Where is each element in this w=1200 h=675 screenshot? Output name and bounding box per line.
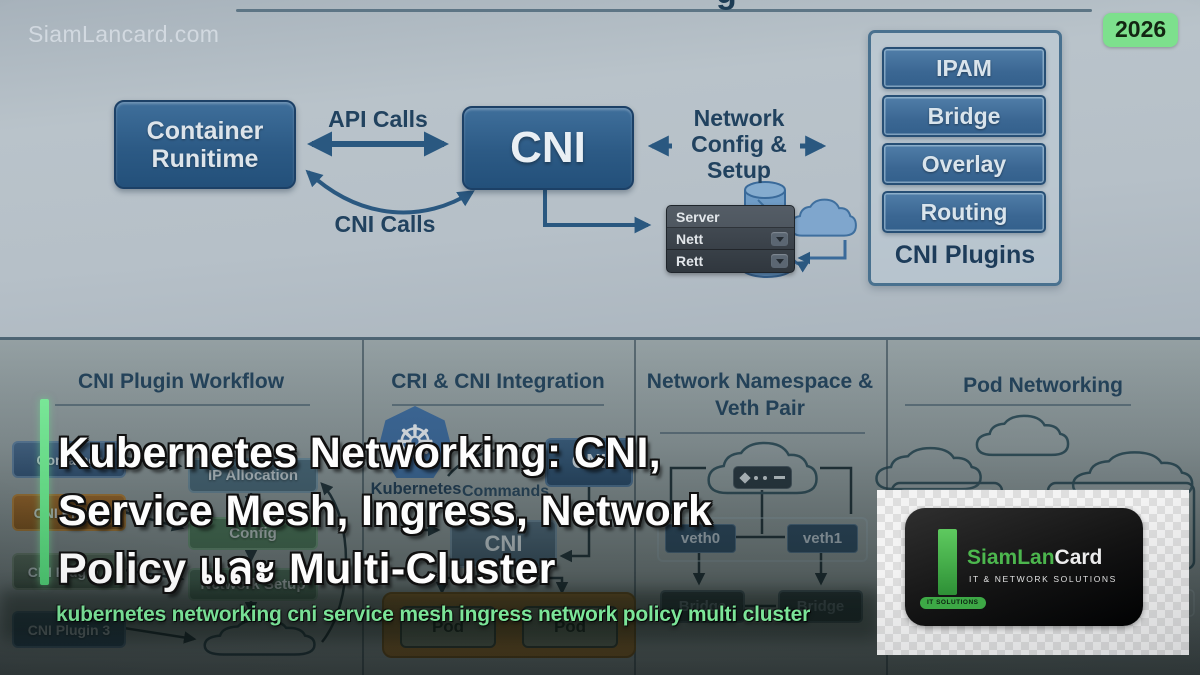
cni-calls-label: CNI Calls <box>334 211 436 237</box>
chevron-down-icon <box>771 254 788 268</box>
workflow-panel-title: CNI Plugin Workflow <box>77 370 285 393</box>
pod-panel-title: Pod Networking <box>963 374 1123 397</box>
dot-glyph <box>754 475 758 480</box>
chevron-down-icon <box>771 231 788 246</box>
logo-green-bar <box>938 529 957 595</box>
heading-underline <box>392 404 604 406</box>
server-panel-row: Nett <box>667 228 794 250</box>
title-accent-bar <box>40 399 49 585</box>
siamlancard-logo-card: SiamLanCard IT & NETWORK SOLUTIONS IT SO… <box>905 508 1143 626</box>
cropped-title-fragment: g <box>716 0 744 11</box>
section-divider <box>0 337 1200 340</box>
logo-tagline: IT & NETWORK SOLUTIONS <box>969 574 1117 584</box>
main-title: Kubernetes Networking: CNI, Service Mesh… <box>58 429 713 593</box>
namespace-panel-title: Network Namespace & Veth Pair <box>646 370 874 420</box>
dot-glyph <box>763 475 767 480</box>
year-badge: 2026 <box>1103 13 1179 47</box>
dash-glyph <box>774 476 785 479</box>
cni-plugins-title: CNI Plugins <box>894 241 1036 269</box>
cni-plugins-panel: IPAM Bridge Overlay Routing CNI Plugins <box>868 30 1062 286</box>
server-panel-header: Server <box>667 206 794 228</box>
logo-transparency-checkerboard: SiamLanCard IT & NETWORK SOLUTIONS IT SO… <box>877 490 1189 655</box>
plugin-bridge: Bridge <box>882 95 1046 137</box>
subtitle-keywords: kubernetes networking cni service mesh i… <box>56 603 811 626</box>
logo-brand-text: SiamLanCard <box>967 546 1103 569</box>
veth1-box: veth1 <box>787 524 858 553</box>
plugin-routing: Routing <box>882 191 1046 233</box>
watermark: SiamLancard.com <box>28 21 220 47</box>
container-runtime-label: Container Runitime <box>146 116 264 173</box>
heading-underline <box>55 404 310 406</box>
api-calls-label: API Calls <box>328 106 428 132</box>
cropped-title-underline <box>236 9 1092 12</box>
heading-underline <box>905 404 1131 406</box>
network-device-icon <box>733 466 792 489</box>
plugin-overlay: Overlay <box>882 143 1046 185</box>
container-runtime-node: Container Runitime <box>114 100 296 189</box>
plugin-ipam: IPAM <box>882 47 1046 89</box>
network-config-label: Network Config & Setup <box>691 105 787 183</box>
logo-it-solutions-badge: IT SOLUTIONS <box>920 597 986 609</box>
cni-node: CNI <box>462 106 634 190</box>
cri-panel-title: CRI & CNI Integration <box>391 370 605 393</box>
server-panel-row: Rett <box>667 250 794 272</box>
server-panel: Server Nett Rett <box>666 205 795 273</box>
diamond-glyph <box>739 471 751 484</box>
